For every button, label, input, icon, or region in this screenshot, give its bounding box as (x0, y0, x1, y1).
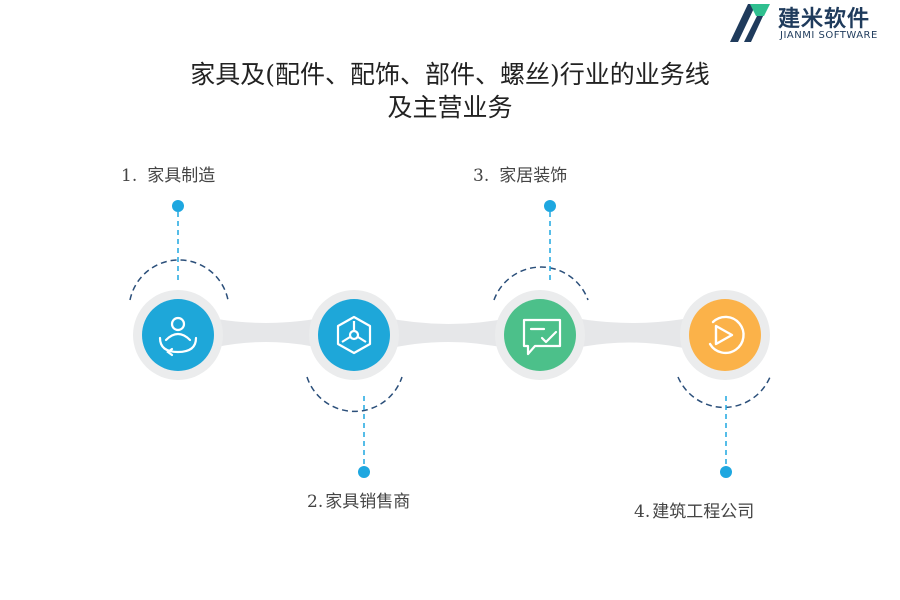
node-2 (309, 290, 399, 380)
item-number-2: 2. (307, 492, 324, 512)
brand-name-cn: 建米软件 (778, 7, 871, 32)
connector-dot-1 (172, 200, 184, 212)
chat-check-icon (522, 318, 562, 356)
item-label-1: 1. 家具制造 (121, 161, 215, 186)
item-label-3: 3. 家居装饰 (473, 161, 567, 186)
item-label-4: 4.建筑工程公司 (634, 497, 754, 522)
node-4 (680, 290, 770, 380)
node-1 (133, 290, 223, 380)
node-3-circle (504, 299, 576, 371)
connector-dot-3 (544, 200, 556, 212)
dashed-arc-2 (306, 376, 403, 413)
connector-dot-2 (358, 466, 370, 478)
item-number-1: 1. (121, 166, 138, 186)
item-text-3: 家居装饰 (499, 166, 568, 186)
item-number-4: 4. (634, 502, 651, 522)
brand-name-en: JIANMI SOFTWARE (780, 30, 878, 41)
node-4-circle (689, 299, 761, 371)
node-2-circle (318, 299, 390, 371)
network-hub-icon (336, 315, 372, 355)
item-label-2: 2.家具销售商 (307, 487, 410, 512)
title-line-1: 家具及(配件、配饰、部件、螺丝)行业的业务线 (190, 60, 710, 89)
node-3 (495, 290, 585, 380)
page-title: 家具及(配件、配饰、部件、螺丝)行业的业务线 及主营业务 (0, 58, 900, 124)
item-text-2: 家具销售商 (325, 492, 411, 512)
brand-logo-icon (730, 4, 770, 42)
title-line-2: 及主营业务 (387, 93, 513, 122)
item-text-1: 家具制造 (147, 166, 216, 186)
item-number-3: 3. (473, 166, 490, 186)
track (178, 310, 725, 360)
dashed-arc-4 (677, 376, 771, 409)
user-orbit-icon (158, 316, 198, 357)
dashed-arc-3 (493, 266, 589, 301)
connector-dot-4 (720, 466, 732, 478)
item-text-4: 建筑工程公司 (652, 502, 755, 522)
brand-logo: 建米软件 JIANMI SOFTWARE (724, 0, 900, 46)
circle-play-icon (708, 315, 745, 355)
